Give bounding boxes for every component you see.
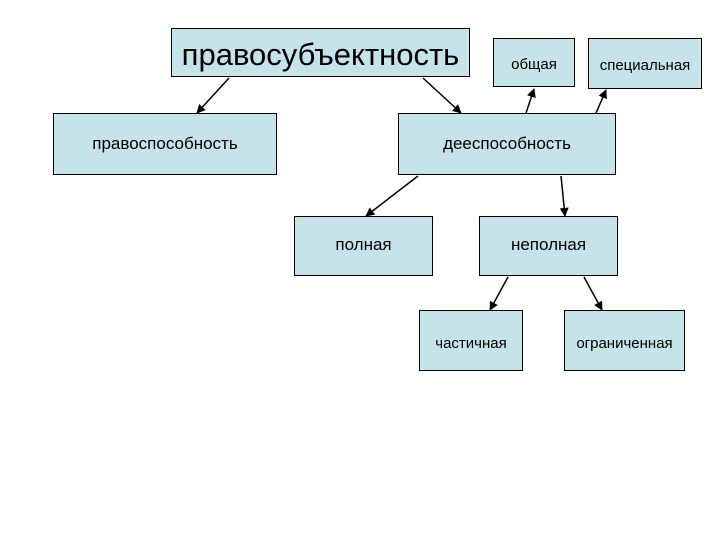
node-special-label: специальная [599,57,691,74]
node-active-capacity-label: дееспособность [443,134,571,153]
node-limited: ограниченная [564,310,685,371]
node-full: полная [294,216,433,276]
arrow-partial-to-limited [583,276,603,311]
arrow-root-to-legal-capacity [196,77,230,114]
node-partial: неполная [479,216,618,276]
node-active-capacity: дееспособность [398,113,616,175]
node-special: специальная [588,38,702,89]
node-partial-label: неполная [510,235,587,254]
arrow-root-to-active-capacity [422,77,462,114]
node-root: правосубъектность [171,28,470,77]
arrow-partial-to-partial-sub [489,276,509,311]
node-root-label: правосубъектность [181,37,460,72]
node-partial-sub-label: частичная [435,335,507,352]
arrow-active-to-general [525,88,536,114]
node-full-label: полная [335,235,392,254]
arrow-active-to-partial [559,175,569,217]
node-partial-sub: частичная [419,310,523,371]
node-general: общая [493,38,575,87]
node-general-label: общая [511,56,557,73]
arrow-active-to-full [365,175,419,217]
node-legal-capacity-label: правоспособность [92,134,238,153]
arrow-active-to-special [595,89,607,114]
node-limited-label: ограниченная [576,335,673,352]
node-legal-capacity: правоспособность [53,113,277,175]
